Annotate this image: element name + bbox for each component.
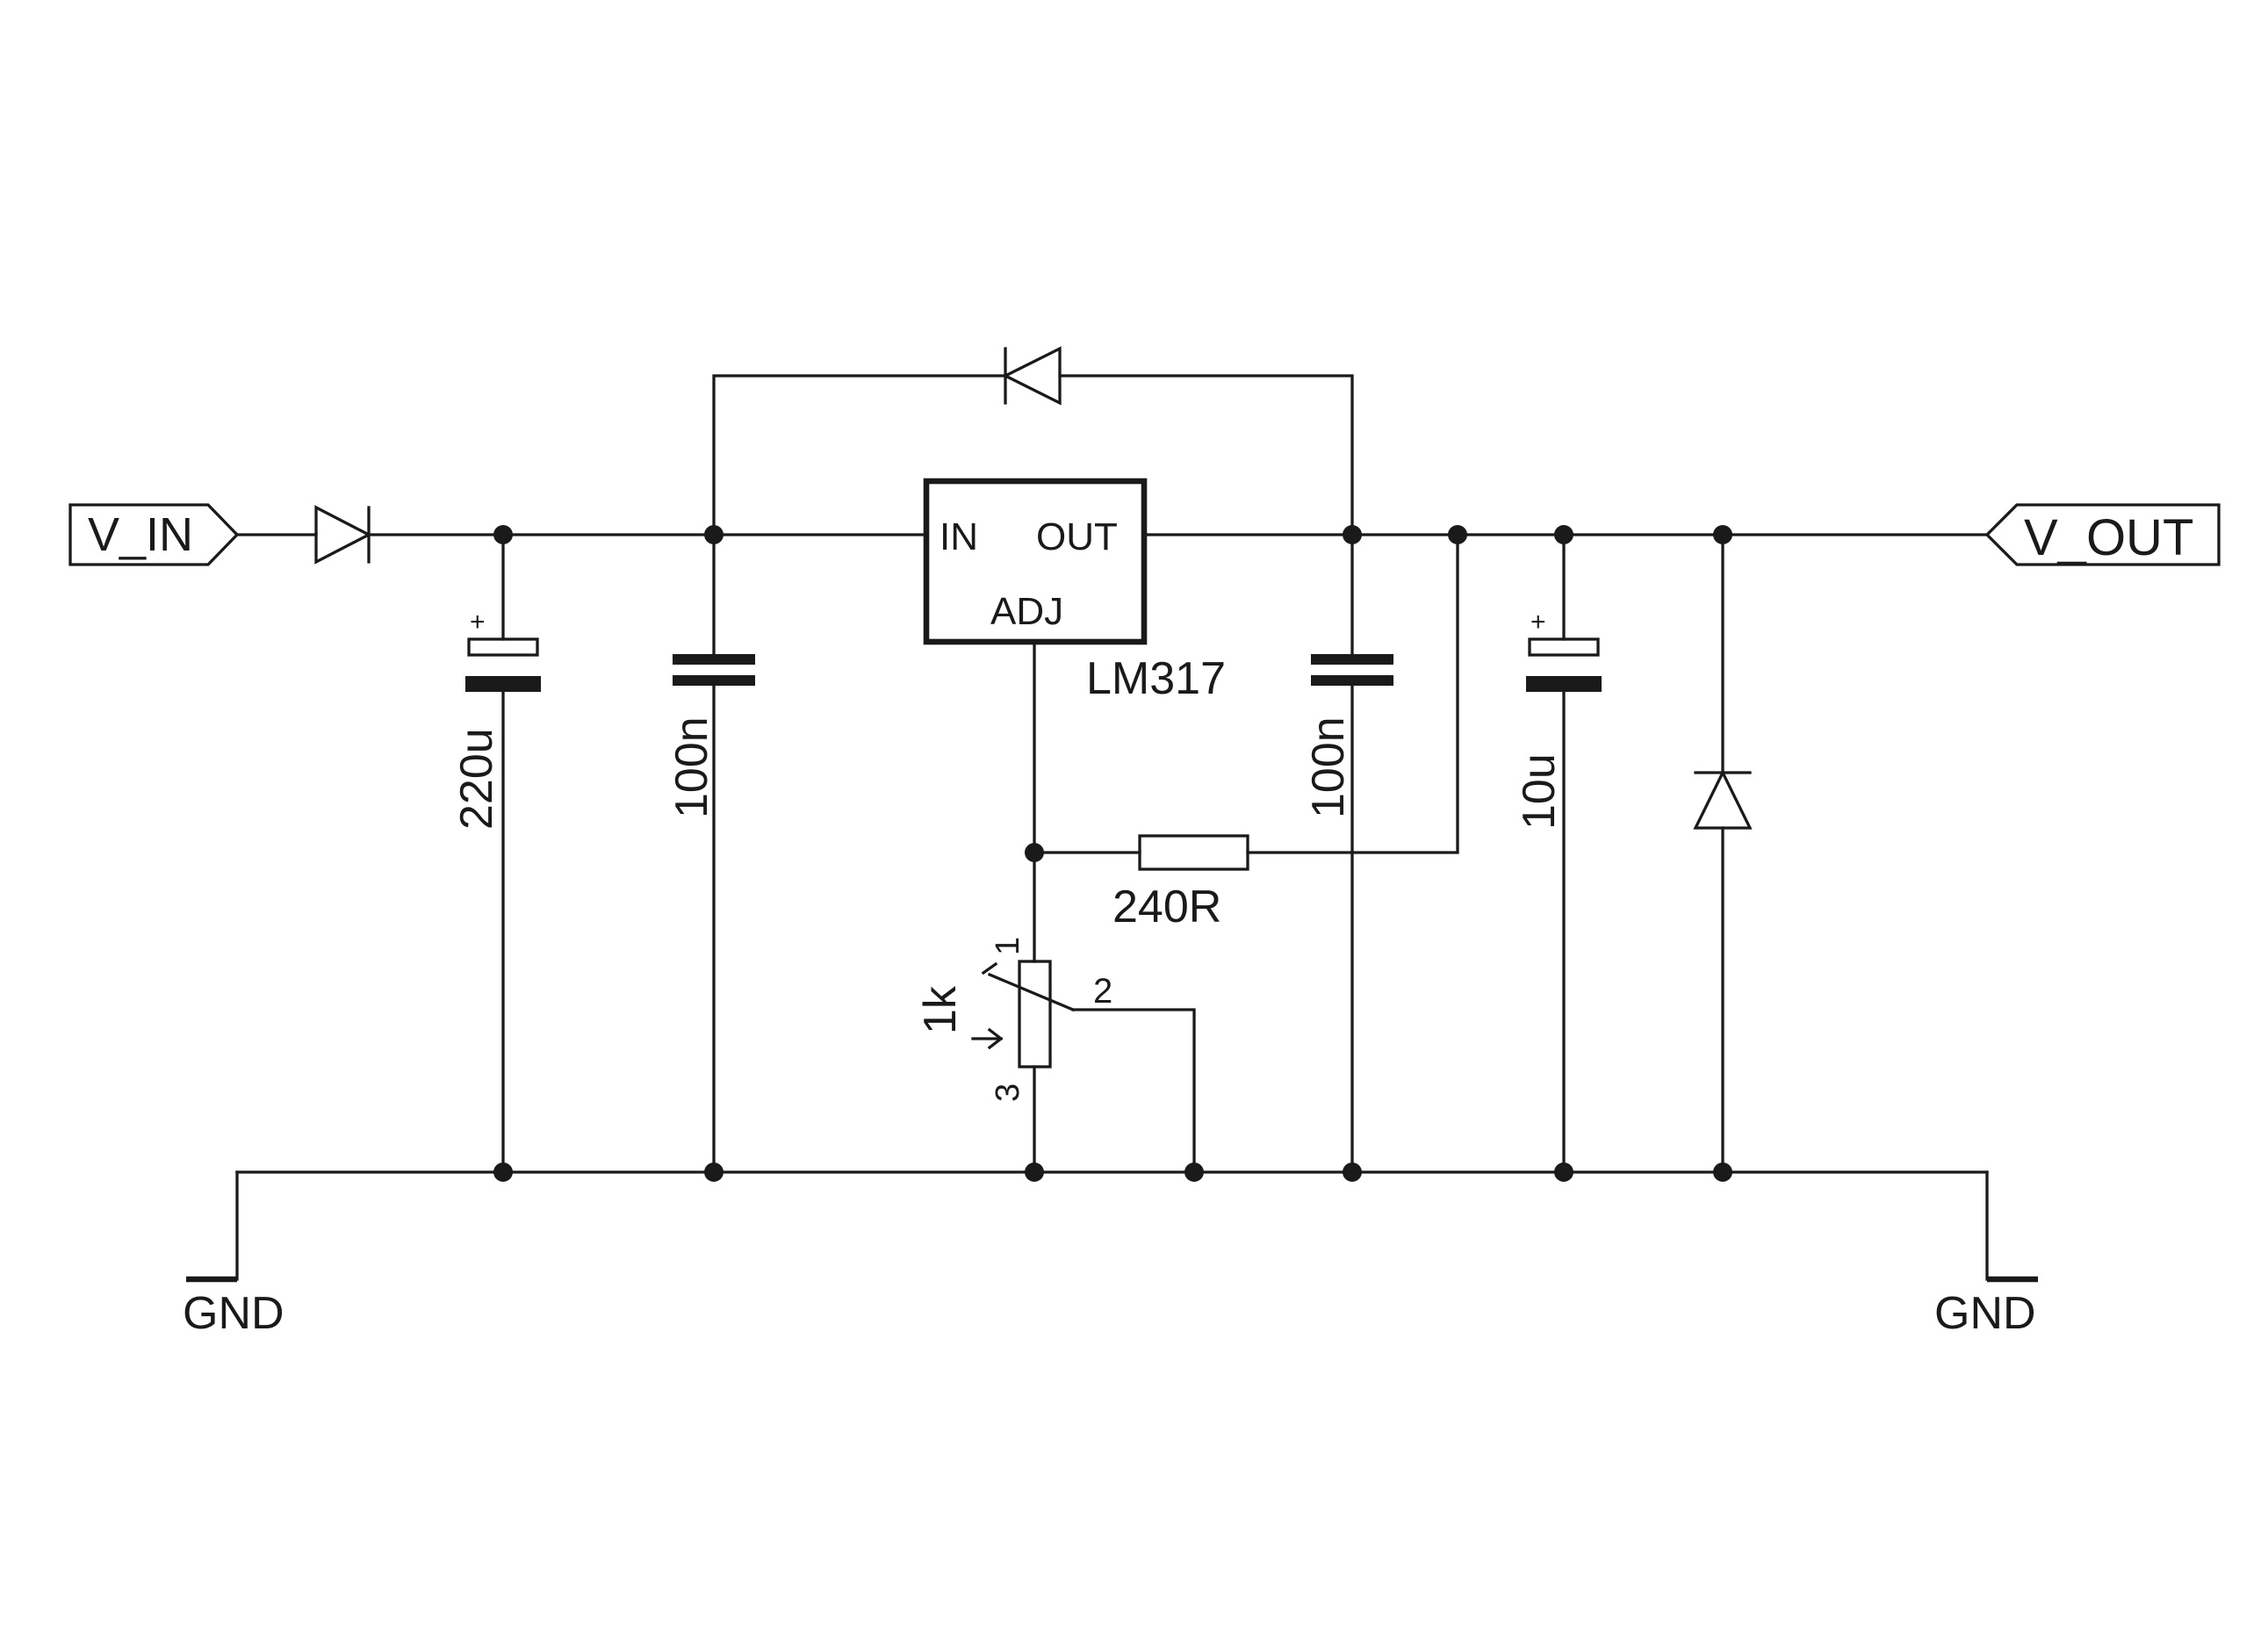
c1-negative-plate bbox=[465, 676, 541, 692]
gnd-left-label: GND bbox=[183, 1288, 284, 1339]
pot-pin2-label: 2 bbox=[1093, 972, 1112, 1011]
output-diode-body bbox=[1693, 769, 1753, 830]
regulator-pin-in: IN bbox=[940, 515, 978, 558]
c4-negative-plate bbox=[1526, 676, 1602, 692]
ground-symbol-left: GND bbox=[183, 1276, 284, 1339]
v-out-port-shape bbox=[1984, 503, 2221, 566]
protection-diode-body bbox=[1002, 346, 1062, 406]
c3-top-plate bbox=[1311, 654, 1393, 665]
regulator-name: LM317 bbox=[1086, 653, 1226, 704]
pot-value-label: 1k bbox=[915, 985, 966, 1034]
pot-pin3-label: 3 bbox=[990, 1083, 1026, 1102]
junction-dot bbox=[1343, 525, 1362, 544]
c4-value-label: 10u bbox=[1514, 753, 1565, 830]
pot-adjust-tee bbox=[981, 961, 998, 975]
v-out-port: V_OUT bbox=[1984, 503, 2221, 566]
junction-dot bbox=[704, 525, 724, 544]
pot-adjust-line bbox=[987, 972, 1076, 1012]
c1-value-label: 220u bbox=[451, 728, 502, 830]
pot-wiper-arrow-icon bbox=[971, 1027, 1004, 1050]
pot-pin1-label: 1 bbox=[990, 937, 1026, 955]
regulator-pin-out: OUT bbox=[1036, 515, 1118, 558]
junction-dot bbox=[1184, 1162, 1204, 1182]
junction-dot bbox=[1025, 1162, 1044, 1182]
junction-dot bbox=[1554, 525, 1573, 544]
junction-dots bbox=[493, 525, 1732, 1182]
junction-dot bbox=[493, 1162, 513, 1182]
gnd-right-label: GND bbox=[1934, 1288, 2036, 1339]
c2-bottom-plate bbox=[673, 675, 755, 686]
output-diode bbox=[1693, 533, 1753, 1174]
c1-positive-plate bbox=[467, 637, 539, 657]
resistor-240r-body bbox=[1138, 834, 1249, 871]
capacitor-100n-input: 100n bbox=[666, 533, 755, 1174]
v-in-port: V_IN bbox=[68, 503, 240, 566]
input-diode bbox=[314, 505, 372, 565]
ground-symbol-right: GND bbox=[1934, 1276, 2038, 1339]
junction-dot bbox=[1025, 843, 1044, 862]
junction-dot bbox=[1343, 1162, 1362, 1182]
c4-positive-plate bbox=[1528, 637, 1600, 657]
capacitor-100n-output: 100n bbox=[1303, 533, 1393, 1174]
c2-top-plate bbox=[673, 654, 755, 665]
regulator-pin-adj: ADJ bbox=[990, 590, 1063, 633]
adjust-network: 240R 1 2 3 1k bbox=[915, 533, 1459, 1174]
capacitor-220u: + 220u bbox=[451, 533, 541, 1174]
junction-dot bbox=[493, 525, 513, 544]
lm317-regulator: IN OUT ADJ LM317 bbox=[923, 478, 1226, 704]
c3-value-label: 100n bbox=[1303, 716, 1354, 818]
pot-body bbox=[1018, 960, 1052, 1069]
junction-dot bbox=[1448, 525, 1467, 544]
junction-dot bbox=[1713, 1162, 1732, 1182]
v-out-label: V_OUT bbox=[2024, 509, 2193, 566]
c2-value-label: 100n bbox=[666, 716, 717, 818]
v-in-port-shape bbox=[68, 503, 240, 566]
capacitor-10u: + 10u bbox=[1514, 533, 1602, 1174]
ground-rail bbox=[235, 1170, 1989, 1281]
protection-diode bbox=[712, 346, 1354, 536]
junction-dot bbox=[704, 1162, 724, 1182]
v-in-label: V_IN bbox=[88, 508, 193, 561]
input-diode-body bbox=[314, 505, 372, 565]
junction-dot bbox=[1554, 1162, 1573, 1182]
junction-dot bbox=[1713, 525, 1732, 544]
c3-bottom-plate bbox=[1311, 675, 1393, 686]
c1-plus-sign: + bbox=[470, 608, 486, 637]
c4-plus-sign: + bbox=[1530, 608, 1546, 637]
resistor-value-label: 240R bbox=[1112, 882, 1221, 932]
